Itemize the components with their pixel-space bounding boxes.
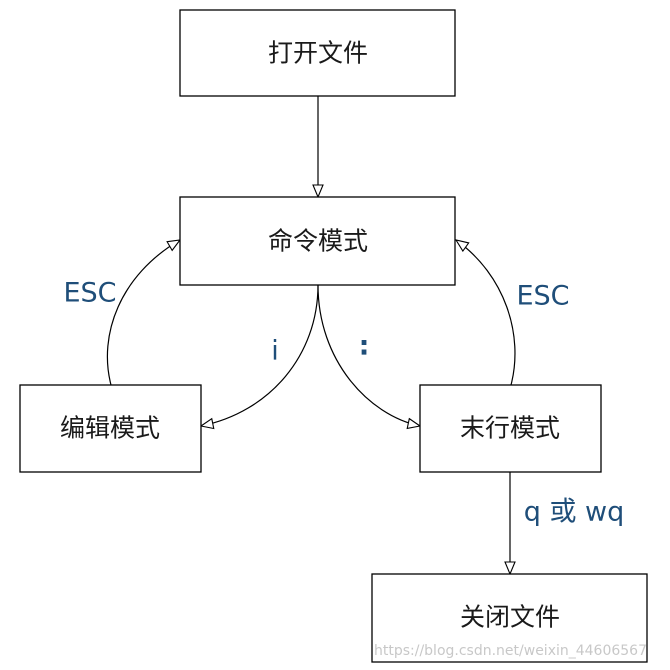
node-edit-mode: 编辑模式 (19, 384, 202, 473)
edge-command-to-edit (201, 284, 319, 426)
node-open-file-box (179, 9, 456, 97)
node-open-file-label: 打开文件 (268, 39, 368, 68)
edge-edit-to-command (106, 240, 180, 386)
watermark-text: https://blog.csdn.net/weixin_44606567 (374, 643, 647, 659)
edge-label-i: i (271, 336, 279, 367)
node-last-line-mode-box (419, 384, 602, 473)
node-edit-mode-label: 编辑模式 (60, 414, 160, 443)
node-close-file: 关闭文件 (371, 573, 648, 663)
node-command-mode-label: 命令模式 (268, 227, 368, 256)
edge-command-to-last-line (317, 284, 420, 426)
edge-label-esc-left: ESC (63, 278, 116, 309)
edge-labels: ESC ESC i : q 或 wq (63, 278, 624, 528)
edge-label-colon: : (359, 331, 370, 362)
node-last-line-mode-label: 末行模式 (460, 414, 560, 443)
edge-last-line-to-command (456, 240, 516, 386)
node-edit-mode-box (19, 384, 202, 473)
edge-label-esc-right: ESC (516, 281, 569, 312)
node-open-file: 打开文件 (179, 9, 456, 97)
node-last-line-mode: 末行模式 (419, 384, 602, 473)
node-command-mode-box (179, 196, 456, 286)
node-command-mode: 命令模式 (179, 196, 456, 286)
node-close-file-label: 关闭文件 (460, 603, 560, 632)
node-close-file-box (371, 573, 648, 663)
edge-label-quit: q 或 wq (524, 497, 625, 528)
edges (106, 96, 516, 574)
